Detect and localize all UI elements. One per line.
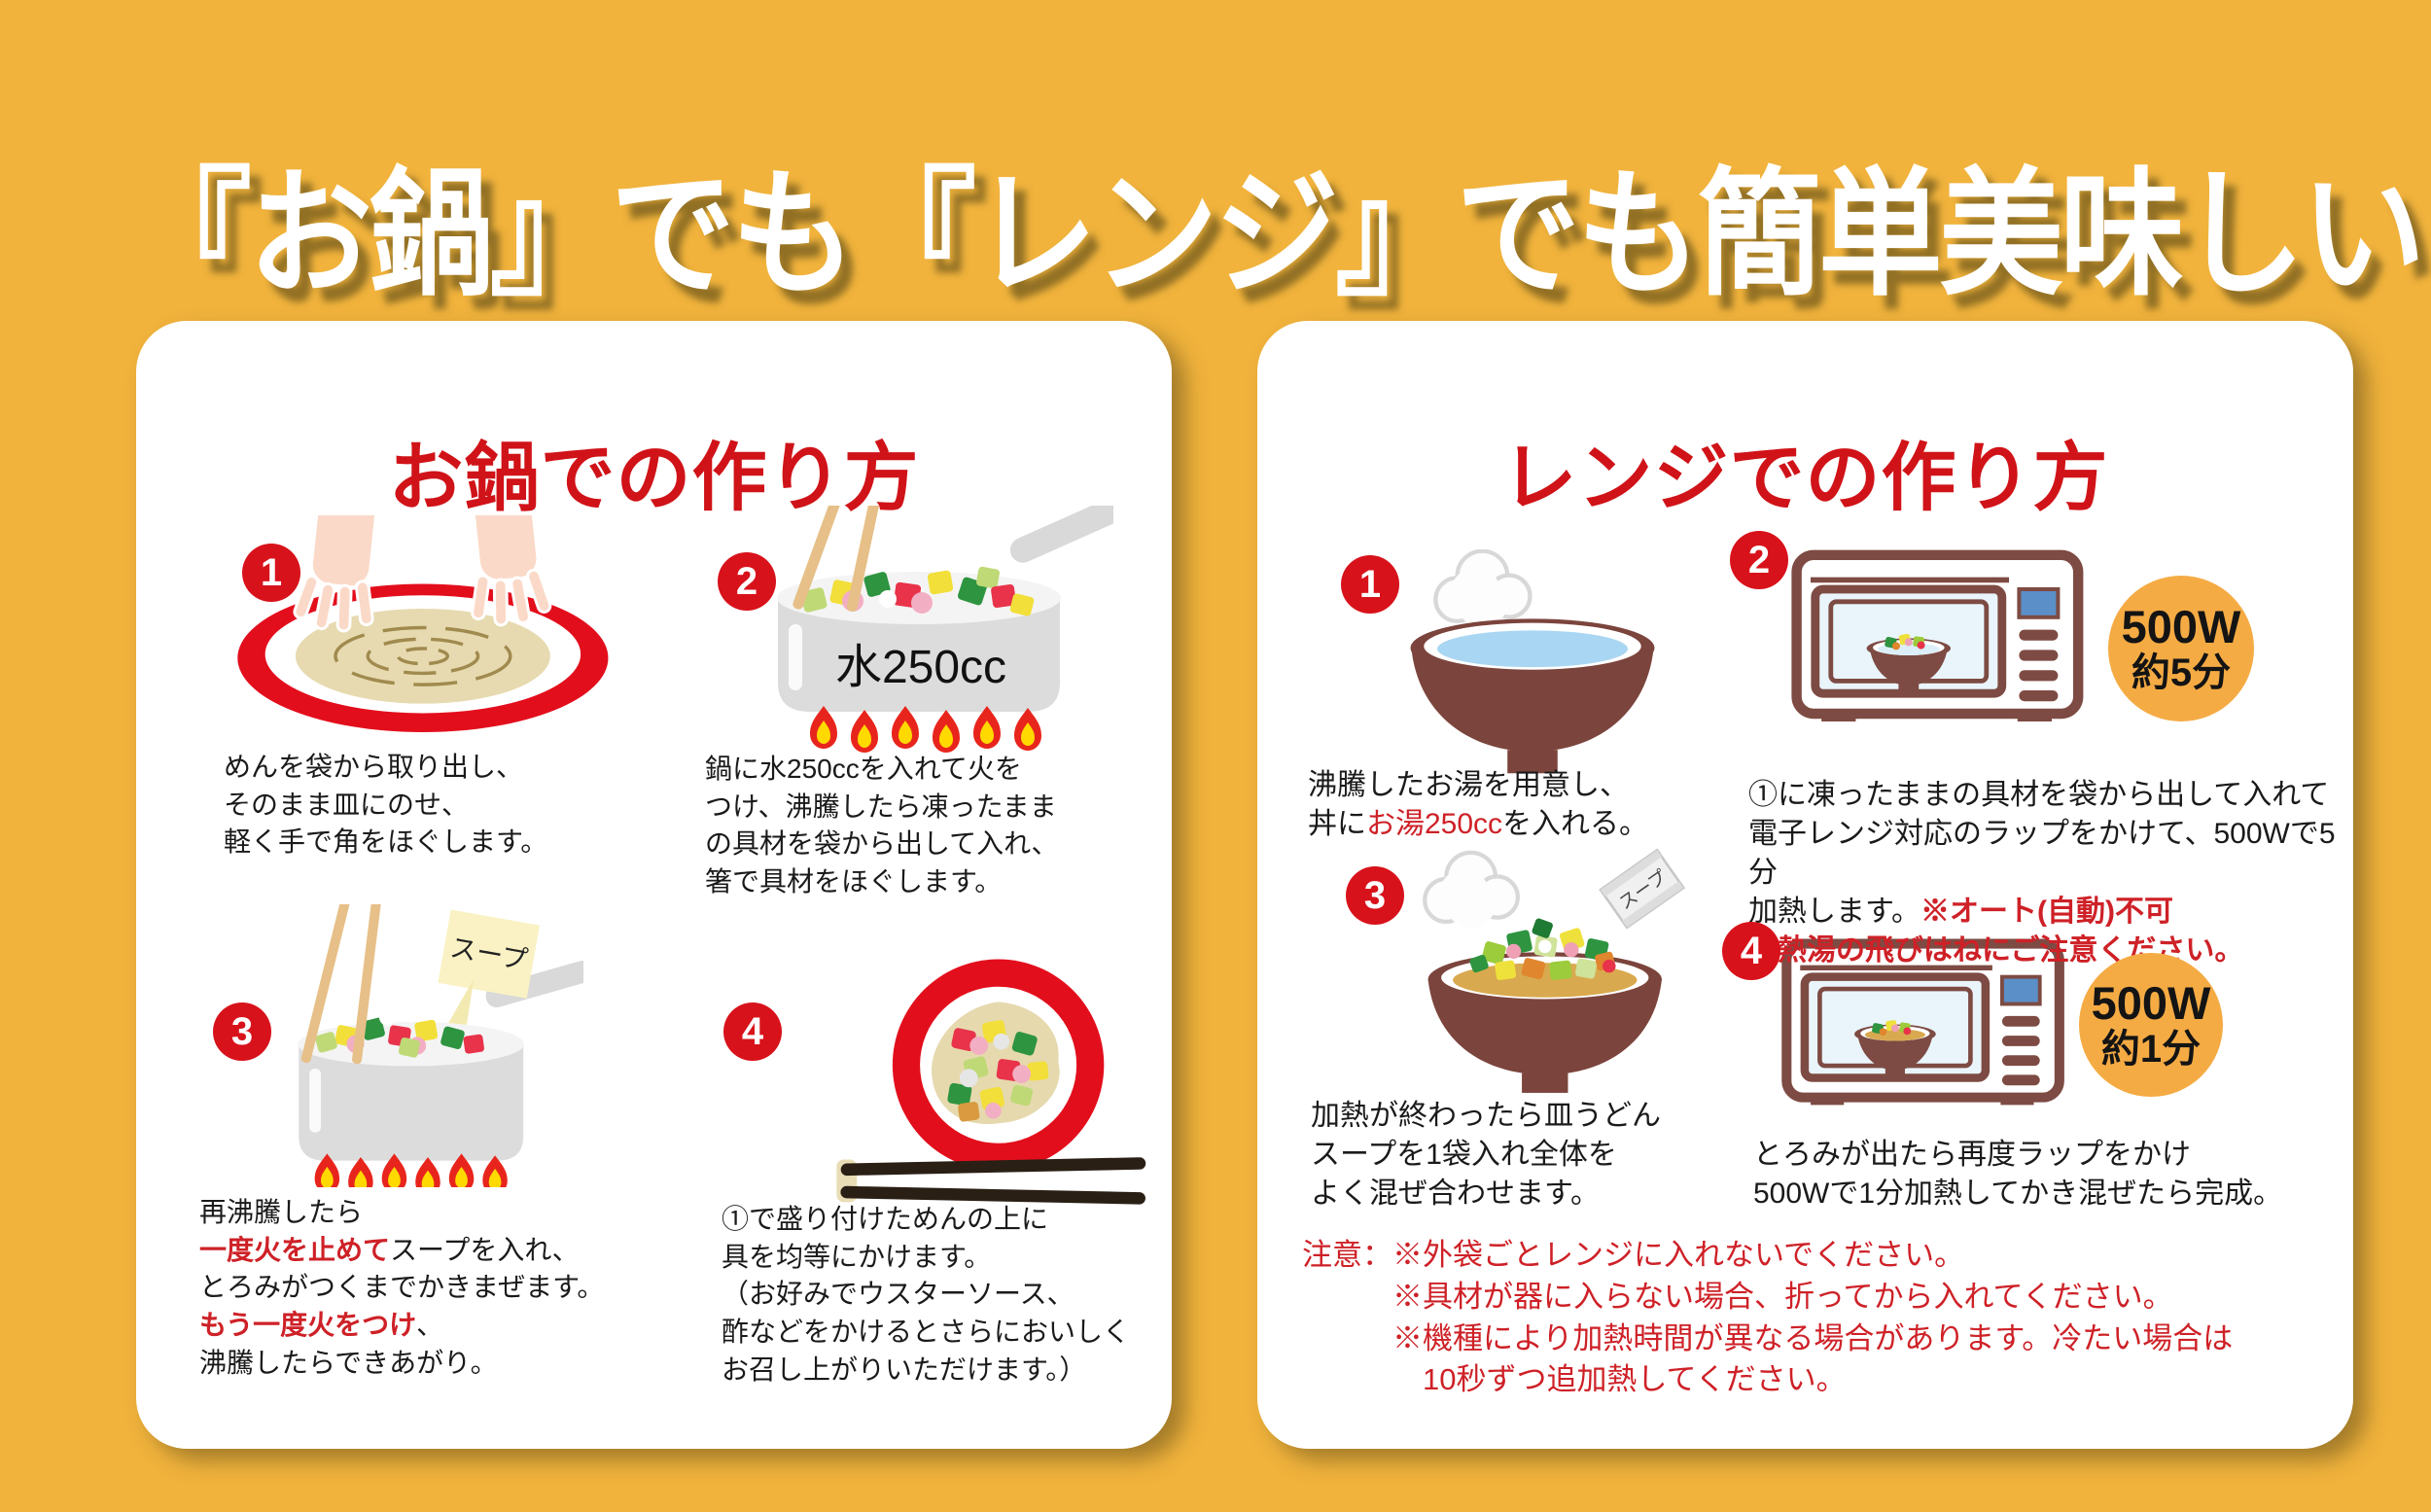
hands-plate-illustration xyxy=(209,515,627,739)
caution-line: ※具材が器に入らない場合、折ってから入れてください。 xyxy=(1392,1279,2173,1314)
vegetables xyxy=(1469,918,1616,981)
steam-icon xyxy=(1435,551,1530,628)
pot-step4-caption: ①で盛り付けためんの上に 具を均等にかけます。 （お好みでウスターソース、 酢な… xyxy=(722,1204,1131,1385)
microwave-button xyxy=(2019,690,2059,702)
caution-lines: ※外袋ごとレンジに入れないでください。 ※具材が器に入らない場合、折ってから入れ… xyxy=(1392,1235,2233,1401)
caution-line: ※外袋ごとレンジに入れないでください。 xyxy=(1392,1238,1965,1272)
microwave-instructions-panel: レンジでの作り方 1 沸騰したお湯を用意し、 丼にお湯250ccを入れる。 2 xyxy=(1257,321,2353,1449)
finished-plate-illustration xyxy=(739,948,1186,1238)
microwave-illustration xyxy=(1787,543,2098,737)
pot-step3-caption: 再沸騰したら 一度火を止めてスープを入れ、 とろみがつくまでかきまぜます。 もう… xyxy=(199,1197,605,1378)
time-label: 約1分 xyxy=(2100,1027,2202,1071)
watt-label: 500W xyxy=(2121,601,2241,653)
vegetables xyxy=(315,1009,484,1058)
steam-icon xyxy=(1425,853,1518,929)
step-number-badge: 2 xyxy=(1730,531,1788,589)
pot-step2-caption: 鍋に水250ccを入れて火を つけ、沸騰したら凍ったまま の具材を袋から出して入… xyxy=(705,754,1059,897)
step-number-badge: 1 xyxy=(242,544,300,602)
flames-icon xyxy=(810,706,1041,753)
range-step1-caption: 沸騰したお湯を用意し、 丼にお湯250ccを入れる。 xyxy=(1308,769,1649,840)
watt-time-badge: 500W 約5分 xyxy=(2108,576,2254,721)
step-number-badge: 4 xyxy=(1722,922,1780,980)
pot-instructions-panel: お鍋での作り方 1 めんを袋から xyxy=(136,321,1172,1449)
range-step2-caption: ①に凍ったままの具材を袋から出して入れて 電子レンジ対応のラップをかけて、500… xyxy=(1748,779,2336,967)
caution-label: 注意： xyxy=(1302,1238,1392,1272)
microwave-button xyxy=(2019,650,2059,661)
step-number-badge: 1 xyxy=(1341,555,1399,614)
pot-step1-caption: めんを袋から取り出し、 そのまま皿にのせ、 軽く手で角をほぐします。 xyxy=(224,752,548,858)
caution-line: ※機種により加熱時間が異なる場合があります。冷たい場合は xyxy=(1392,1320,2234,1355)
vegetables xyxy=(1885,633,1925,651)
bowl-with-ingredients-illustration: スープ xyxy=(1389,846,1709,1093)
toppings xyxy=(947,1020,1049,1122)
water-amount-label: 水250cc xyxy=(835,642,1006,693)
microwave-display xyxy=(2017,587,2061,619)
pot-on-fire-illustration: 水250cc xyxy=(686,506,1113,754)
soup-packet-icon: スープ xyxy=(438,909,540,999)
watt-time-badge: 500W 約1分 xyxy=(2079,953,2223,1097)
step-number-badge: 4 xyxy=(723,1002,782,1061)
microwave-button xyxy=(2019,670,2059,682)
microwave-button xyxy=(2001,1036,2040,1046)
microwave-button xyxy=(2001,1015,2040,1027)
left-hand-icon xyxy=(293,515,380,633)
right-hand-icon xyxy=(469,515,552,627)
chopsticks-icon xyxy=(840,1157,1146,1205)
microwave-button xyxy=(2001,1055,2040,1067)
range-step3-caption: 加熱が終わったら皿うどん スープを1袋入れ全体を よく混ぜ合わせます。 xyxy=(1311,1100,1661,1210)
vegetables xyxy=(1872,1020,1912,1037)
caution-note: 注意： ※外袋ごとレンジに入れないでください。 ※具材が器に入らない場合、折って… xyxy=(1302,1235,2333,1401)
soup-packet-icon: スープ xyxy=(1599,848,1686,930)
chopsticks-icon xyxy=(300,904,383,1065)
step-number-badge: 2 xyxy=(718,552,776,611)
microwave-button xyxy=(2019,629,2059,641)
chopsticks-icon xyxy=(793,506,886,613)
bowl-hot-water-illustration xyxy=(1382,549,1683,775)
step-number-badge: 3 xyxy=(213,1002,271,1061)
step-number-badge: 3 xyxy=(1346,866,1404,925)
pot-adding-soup-illustration: スープ xyxy=(194,904,583,1187)
pot-handle xyxy=(1009,506,1113,563)
page-title: 『お鍋』でも『レンジ』でも簡単美味しい xyxy=(127,158,2425,313)
microwave-illustration xyxy=(1778,932,2079,1120)
microwave-display xyxy=(2000,974,2042,1006)
microwave-button xyxy=(2001,1074,2040,1086)
caution-line: 10秒ずつ追加熱してください。 xyxy=(1392,1362,1847,1397)
range-step4-caption: とろみが出たら再度ラップをかけ 500Wで1分加熱してかき混ぜたら完成。 xyxy=(1753,1139,2283,1210)
range-panel-title: レンジでの作り方 xyxy=(1501,436,2109,520)
watt-label: 500W xyxy=(2091,977,2211,1030)
time-label: 約5分 xyxy=(2131,651,2232,694)
